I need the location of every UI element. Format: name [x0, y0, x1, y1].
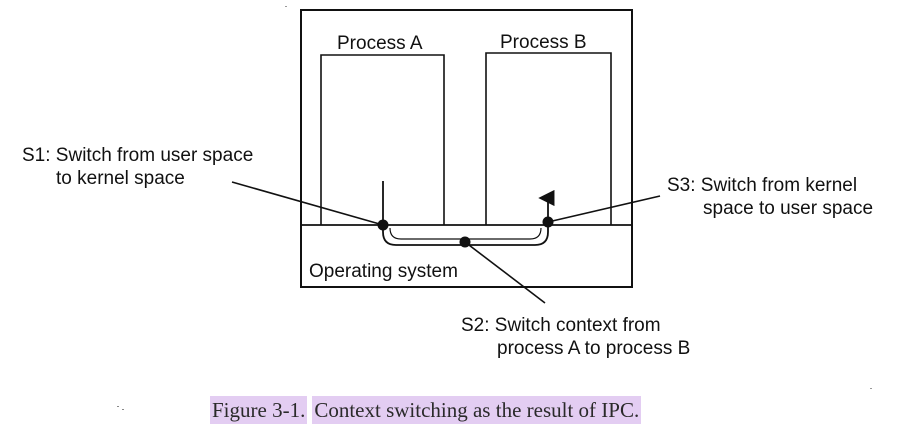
figure-number: Figure 3-1. — [210, 396, 308, 424]
figure-caption: Figure 3-1.Context switching as the resu… — [210, 396, 646, 424]
process-b-label: Process B — [500, 32, 587, 53]
scan-speck — [870, 388, 872, 389]
scan-speck — [285, 6, 287, 7]
s1-leader-line — [231, 181, 384, 226]
caption-text: Context switching as the result of IPC. — [312, 396, 642, 424]
s3-leader-line — [547, 195, 661, 223]
s3-label-line1: S3: Switch from kernel — [667, 175, 857, 196]
ipc-path — [382, 181, 555, 246]
process-a-label: Process A — [337, 33, 423, 54]
s1-label-line2: to kernel space — [56, 168, 185, 189]
process-a-box — [320, 54, 445, 225]
s2-label-line1: S2: Switch context from — [461, 315, 661, 336]
s3-label-line2: space to user space — [703, 198, 873, 219]
s2-label-line2: process A to process B — [497, 338, 690, 359]
system-frame — [300, 9, 633, 288]
os-label: Operating system — [309, 261, 458, 282]
scan-speck — [117, 406, 119, 407]
process-b-box — [485, 52, 612, 225]
s1-label-line1: S1: Switch from user space — [22, 145, 253, 166]
scan-speck — [122, 409, 124, 410]
s2-leader-line — [464, 241, 546, 304]
